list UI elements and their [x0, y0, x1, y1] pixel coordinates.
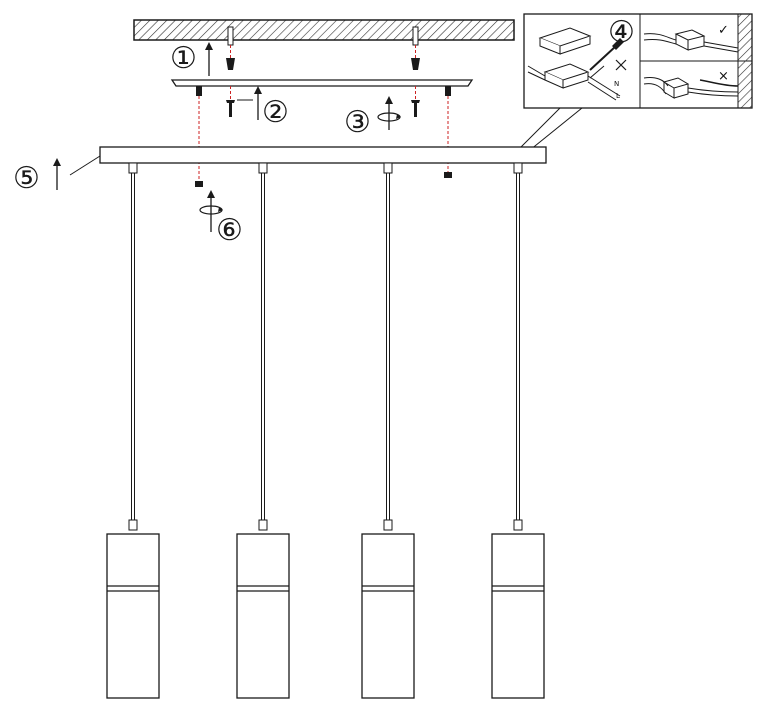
ceiling — [133, 19, 515, 41]
ceiling-anchor-right — [411, 26, 420, 70]
step-5-label: ⑤ — [13, 161, 40, 196]
fixing-nut-left — [195, 181, 203, 187]
step-1-label: ① — [170, 41, 197, 76]
lamp-shade — [491, 533, 545, 699]
no-contact-icon — [615, 59, 627, 71]
wire-label-neutral: N — [614, 80, 619, 88]
step-3-label: ③ — [344, 105, 371, 140]
detail-leader-line — [519, 107, 561, 149]
step-6-label: ⑥ — [216, 213, 243, 248]
wiring-detail-box: N L ④ ✓ × — [523, 13, 753, 109]
step-2-callout: ② — [237, 86, 289, 130]
wire-label-live: L — [616, 92, 620, 100]
screw-right — [411, 86, 420, 117]
terminal-block-sketch — [527, 27, 621, 101]
lamp-shade — [361, 533, 415, 699]
step-1-callout: ① — [170, 41, 213, 76]
screw-left — [226, 86, 235, 117]
step-6-callout: ⑥ — [199, 190, 243, 248]
pendant-lamp — [106, 162, 160, 699]
lamp-shade — [236, 533, 290, 699]
step-3-callout: ③ — [344, 96, 401, 140]
pendant-lamp — [236, 162, 290, 699]
lamp-shade — [106, 533, 160, 699]
pendant-lamp — [491, 162, 545, 699]
step-2-label: ② — [262, 95, 289, 130]
step-5-callout: ⑤ — [13, 155, 101, 196]
step-4-label: ④ — [608, 15, 635, 50]
pendant-lamp — [361, 162, 415, 699]
mounting-plate — [170, 79, 474, 182]
correct-check-icon: ✓ — [718, 23, 729, 38]
wrong-wiring-panel — [643, 77, 739, 99]
pendant-lamps — [106, 162, 545, 699]
wrong-cross-icon: × — [718, 69, 729, 84]
fixing-nut-right — [444, 172, 452, 178]
ceiling-anchor-left — [226, 26, 235, 70]
canopy-bar — [99, 146, 547, 164]
correct-wiring-panel — [643, 29, 739, 53]
screwdriver-icon — [589, 38, 624, 79]
